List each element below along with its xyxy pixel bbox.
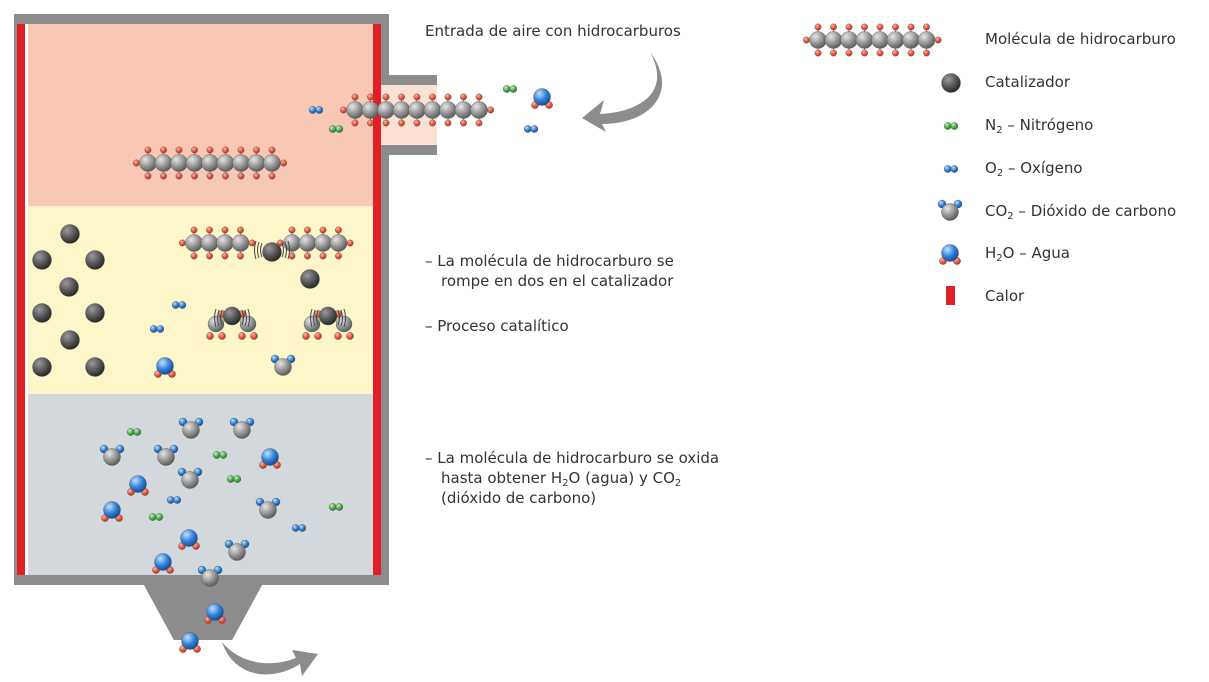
hydrocarbon-fragment-right [276, 226, 354, 260]
legend-oxygen-icon [943, 165, 959, 173]
legend-h2o-b: O – Agua [1002, 244, 1070, 262]
hydrocarbon-fragment-left [178, 226, 256, 260]
inlet-arrow-icon [582, 52, 663, 132]
legend-catalyst-icon [941, 73, 961, 93]
catalytic-process-label: – Proceso catalítico [425, 317, 569, 335]
oxidation-step-line-3: (dióxido de carbono) [441, 489, 597, 507]
legend-n2-b: – Nitrógeno [1002, 116, 1094, 134]
oxygen-molecule-icon [291, 524, 307, 532]
water-molecule-icon [152, 553, 174, 574]
co2-molecule-icon [255, 497, 281, 519]
oxidation-text-a: hasta obtener H [441, 469, 563, 487]
catalyst-particle-icon [60, 224, 80, 244]
water-molecule-icon [179, 632, 201, 653]
legend-catalyst: Catalizador [985, 73, 1071, 91]
cracking-step-label: – La molécula de hidrocarburo se rompe e… [425, 251, 674, 291]
catalyst-particle-icon [60, 330, 80, 350]
legend-o2-sub: 2 [996, 168, 1004, 179]
water-molecule-icon [178, 529, 200, 550]
oxidation-sub-2: 2 [674, 478, 682, 489]
catalytic-reaction-right [302, 306, 354, 340]
water-molecule-icon [531, 88, 553, 109]
water-molecule-icon [127, 475, 149, 496]
legend-hydrocarbon-icon [802, 23, 942, 57]
legend-oxygen: O2 – Oxígeno [985, 158, 1083, 179]
legend-water-icon [939, 244, 961, 265]
catalyst-particle-icon [59, 277, 79, 297]
catalyst-particle-icon [85, 250, 105, 270]
converter-housing [14, 14, 437, 640]
water-molecule-icon [259, 448, 281, 469]
legend-o2-a: O [985, 159, 997, 177]
cracking-step-line-2: rompe en dos en el catalizador [441, 272, 674, 290]
oxygen-molecule-icon [166, 496, 182, 504]
legend-nitrogen-icon [943, 122, 959, 130]
co2-molecule-icon [197, 565, 223, 587]
legend-h2o-a: H [985, 244, 997, 262]
legend-o2-b: – Oxígeno [1003, 159, 1083, 177]
legend-co2-icon [937, 199, 963, 221]
nitrogen-molecule-icon [502, 85, 518, 93]
co2-molecule-icon [224, 539, 250, 561]
oxidation-step-line-1: – La molécula de hidrocarburo se oxida [425, 449, 720, 467]
cracking-catalyst [254, 240, 290, 262]
legend-co2-sub: 2 [1007, 211, 1014, 222]
hydrocarbon-molecule-inlet [339, 93, 495, 127]
legend-co2-b: – Dióxido de carbono [1013, 202, 1177, 220]
co2-molecule-icon [153, 444, 179, 466]
co2-molecule-icon [270, 354, 296, 376]
co2-molecule-icon [177, 467, 203, 489]
catalyst-particle-icon [300, 269, 320, 289]
oxygen-molecule-icon [523, 125, 539, 133]
oxygen-molecule-icon [149, 325, 165, 333]
catalyst-particle-icon [85, 357, 105, 377]
legend-heat-icon [946, 286, 955, 305]
legend-water: H2O – Agua [985, 243, 1070, 264]
oxidation-sub-1: 2 [562, 478, 569, 489]
nitrogen-molecule-icon [148, 513, 164, 521]
legend-co2: CO2 – Dióxido de carbono [985, 201, 1177, 222]
nitrogen-molecule-icon [212, 451, 228, 459]
catalyst-particle-icon [32, 357, 52, 377]
cracking-step-line-1: – La molécula de hidrocarburo se [425, 252, 674, 270]
co2-molecule-icon [99, 444, 125, 466]
water-molecule-icon [101, 501, 123, 522]
co2-molecule-icon [229, 417, 255, 439]
water-molecule-icon [204, 603, 226, 624]
outlet-funnel-wall-right [224, 585, 262, 640]
legend-n2-sub: 2 [996, 125, 1003, 136]
catalyst-particle-icon [85, 303, 105, 323]
legend-heat: Calor [985, 287, 1025, 305]
outlet-arrow-icon [222, 642, 318, 676]
outlet-funnel-wall [144, 585, 182, 640]
legend-co2-a: CO [985, 202, 1008, 220]
oxidation-text-b: O (agua) y CO [568, 469, 675, 487]
legend-h2o-sub: 2 [996, 253, 1003, 264]
oxygen-molecule-icon [308, 106, 324, 114]
catalyst-particle-icon [32, 250, 52, 270]
nitrogen-molecule-icon [328, 125, 344, 133]
hydrocarbon-molecule-chamber [132, 146, 288, 180]
co2-molecule-icon [178, 417, 204, 439]
catalytic-reaction-left [206, 306, 258, 340]
heat-bar-right [373, 24, 381, 575]
molecules-layer [32, 23, 963, 653]
legend-nitrogen: N2 – Nitrógeno [985, 115, 1094, 136]
catalyst-particle-icon [32, 303, 52, 323]
water-molecule-icon [154, 357, 176, 378]
oxygen-molecule-icon [171, 301, 187, 309]
oxidation-step-label: – La molécula de hidrocarburo se oxida h… [425, 448, 719, 508]
legend-n2-a: N [985, 116, 997, 134]
nitrogen-molecule-icon [226, 475, 242, 483]
nitrogen-molecule-icon [126, 428, 142, 436]
oxidation-step-line-2: hasta obtener H2O (agua) y CO2 [425, 468, 719, 489]
heat-bar-left [17, 24, 25, 575]
inlet-zone [28, 20, 375, 206]
nitrogen-molecule-icon [328, 503, 344, 511]
legend-hydrocarbon: Molécula de hidrocarburo [985, 30, 1176, 48]
inlet-label: Entrada de aire con hidrocarburos [425, 22, 681, 40]
